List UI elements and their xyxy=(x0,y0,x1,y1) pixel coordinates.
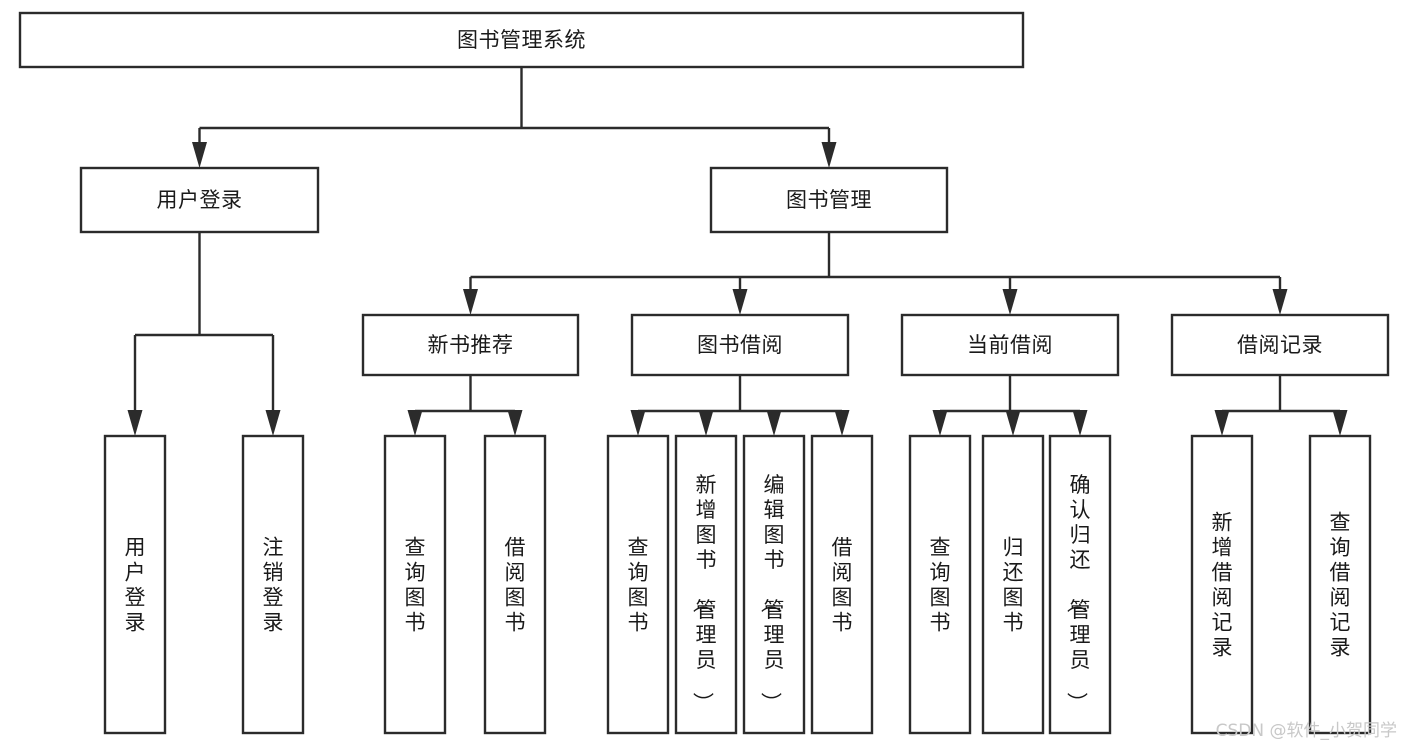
node-label: 确认归还（管理员） xyxy=(1065,473,1091,713)
level3-node-current-borrow[interactable]: 当前借阅 xyxy=(900,313,1120,377)
arrow-head-icon xyxy=(1272,289,1288,315)
node-label: 新增图书（管理员） xyxy=(691,473,717,713)
node-box xyxy=(630,313,850,377)
node-box xyxy=(18,11,1025,69)
arrow-head-icon xyxy=(127,410,143,436)
arrow-head-icon xyxy=(265,410,281,436)
node-label: 查询图书 xyxy=(405,536,426,635)
leaf-node-leaf-add-book[interactable]: 新增图书（管理员） xyxy=(674,434,738,735)
node-label: 编辑图书（管理员） xyxy=(759,473,785,713)
arrow-head-icon xyxy=(766,410,782,436)
node-box xyxy=(1308,434,1372,735)
arrow-head-icon xyxy=(1072,410,1088,436)
leaf-node-leaf-user-logout[interactable]: 注销登录 xyxy=(241,434,305,735)
node-box xyxy=(981,434,1045,735)
node-label: 图书管理系统 xyxy=(457,28,586,52)
node-box xyxy=(241,434,305,735)
leaf-node-leaf-borrow-book-1[interactable]: 借阅图书 xyxy=(483,434,547,735)
leaf-node-leaf-query-book-1[interactable]: 查询图书 xyxy=(383,434,447,735)
arrow-head-icon xyxy=(1005,410,1021,436)
node-label: 归还图书 xyxy=(1003,536,1024,635)
node-box xyxy=(1190,434,1254,735)
node-box xyxy=(908,434,972,735)
node-label: 借阅记录 xyxy=(1237,333,1323,357)
leaf-node-leaf-query-record[interactable]: 查询借阅记录 xyxy=(1308,434,1372,735)
node-label: 借阅图书 xyxy=(832,536,853,635)
node-box xyxy=(742,434,806,735)
leaf-node-leaf-query-book-3[interactable]: 查询图书 xyxy=(908,434,972,735)
leaf-node-leaf-add-record[interactable]: 新增借阅记录 xyxy=(1190,434,1254,735)
leaf-node-leaf-user-login[interactable]: 用户登录 xyxy=(103,434,167,735)
arrow-head-icon xyxy=(407,410,423,436)
node-box xyxy=(674,434,738,735)
level3-node-new-book-rec[interactable]: 新书推荐 xyxy=(361,313,580,377)
level3-node-book-borrow[interactable]: 图书借阅 xyxy=(630,313,850,377)
node-box xyxy=(1170,313,1390,377)
leaf-node-leaf-edit-book[interactable]: 编辑图书（管理员） xyxy=(742,434,806,735)
node-label: 用户登录 xyxy=(125,536,146,635)
arrow-head-icon xyxy=(1214,410,1230,436)
node-box xyxy=(79,166,320,234)
arrow-head-icon xyxy=(732,289,748,315)
leaf-node-leaf-borrow-book-2[interactable]: 借阅图书 xyxy=(810,434,874,735)
connectors-layer xyxy=(127,67,1348,436)
node-box xyxy=(900,313,1120,377)
arrow-head-icon xyxy=(834,410,850,436)
node-box xyxy=(483,434,547,735)
root-node-root[interactable]: 图书管理系统 xyxy=(18,11,1025,69)
arrow-head-icon xyxy=(463,289,478,315)
node-box xyxy=(361,313,580,377)
node-label: 新书推荐 xyxy=(428,333,514,357)
node-box xyxy=(810,434,874,735)
leaf-node-leaf-return-book[interactable]: 归还图书 xyxy=(981,434,1045,735)
node-label: 图书管理 xyxy=(786,188,872,212)
arrow-head-icon xyxy=(1332,410,1348,436)
node-label: 用户登录 xyxy=(157,188,243,212)
level2-node-user-login[interactable]: 用户登录 xyxy=(79,166,320,234)
leaf-node-leaf-confirm-return[interactable]: 确认归还（管理员） xyxy=(1048,434,1112,735)
arrow-head-icon xyxy=(821,142,837,168)
leaf-node-leaf-query-book-2[interactable]: 查询图书 xyxy=(606,434,670,735)
arrow-head-icon xyxy=(1002,289,1018,315)
node-box xyxy=(383,434,447,735)
level2-node-book-manage[interactable]: 图书管理 xyxy=(709,166,949,234)
arrow-head-icon xyxy=(932,410,948,436)
arrow-head-icon xyxy=(507,410,523,436)
arrow-head-icon xyxy=(630,410,646,436)
node-box xyxy=(709,166,949,234)
csdn-watermark: CSDN @软件_小贺同学 xyxy=(1215,721,1397,741)
node-label: 新增借阅记录 xyxy=(1212,511,1233,660)
node-box xyxy=(606,434,670,735)
node-label: 查询图书 xyxy=(628,536,649,635)
node-label: 查询借阅记录 xyxy=(1330,511,1351,660)
node-label: 图书借阅 xyxy=(697,333,783,357)
level3-node-borrow-record[interactable]: 借阅记录 xyxy=(1170,313,1390,377)
node-label: 查询图书 xyxy=(930,536,951,635)
node-label: 注销登录 xyxy=(263,536,284,635)
arrow-head-icon xyxy=(192,142,207,168)
node-label: 借阅图书 xyxy=(505,536,526,635)
node-box xyxy=(1048,434,1112,735)
node-box xyxy=(103,434,167,735)
node-label: 当前借阅 xyxy=(967,333,1053,357)
arrow-head-icon xyxy=(698,410,714,436)
boxes-layer: 图书管理系统用户登录图书管理新书推荐图书借阅当前借阅借阅记录用户登录注销登录查询… xyxy=(18,11,1390,735)
